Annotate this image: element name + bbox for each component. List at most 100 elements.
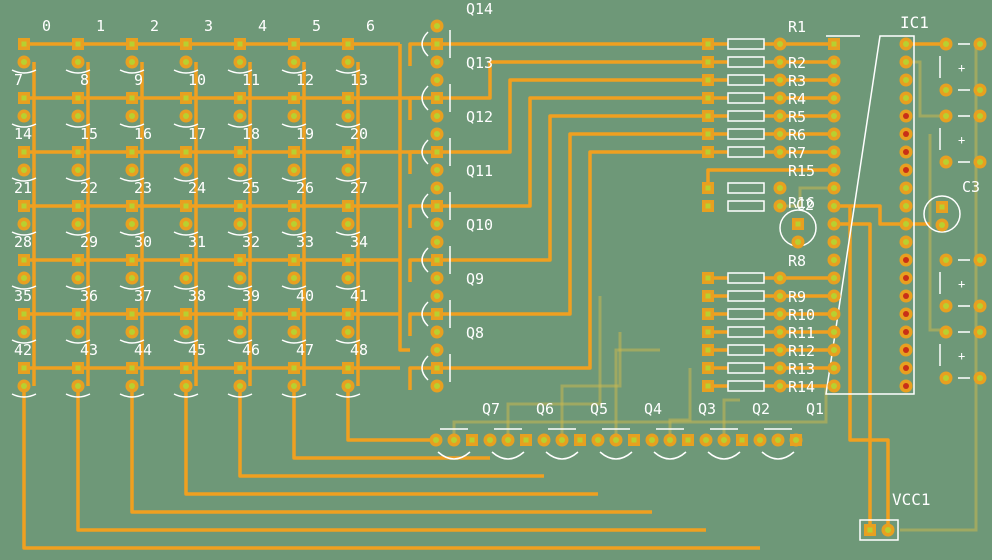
led-3-cathode-pad	[179, 55, 193, 69]
led-label-46: 46	[242, 341, 260, 359]
copper-trace	[780, 186, 834, 208]
silk-line	[727, 272, 765, 284]
q-bottom-1-pin2	[501, 433, 515, 447]
led-13-anode-pad	[342, 92, 354, 104]
silk-line	[727, 326, 765, 338]
led-28-anode-pad	[18, 254, 30, 266]
q-right-1-pin3	[430, 109, 444, 123]
led-2-cathode-pad	[125, 55, 139, 69]
q-right-label-1: Q13	[466, 54, 493, 72]
silk-line	[11, 339, 37, 344]
q-bottom-label-2: Q5	[590, 400, 608, 418]
led-31-cathode-pad	[179, 271, 193, 285]
copper-trace	[437, 78, 708, 154]
resistor-top-label-4: R5	[788, 108, 806, 126]
q-bottom-0-pin3	[466, 434, 478, 446]
silk-line	[599, 451, 633, 460]
cap-right-1-pad-a	[939, 109, 953, 123]
led-7-anode-pad	[18, 92, 30, 104]
copper-trace	[398, 44, 410, 352]
q-bottom-3-pin3	[628, 434, 640, 446]
led-18-cathode-pad	[233, 163, 247, 177]
cap-right-2-pad-c	[939, 299, 953, 313]
led-34-anode-pad	[342, 254, 354, 266]
ic-pin-1	[828, 38, 840, 50]
led-40-anode-pad	[288, 308, 300, 320]
silk-line	[11, 69, 37, 74]
silk-line	[491, 451, 525, 460]
copper-trace	[408, 204, 437, 228]
silk-line	[421, 31, 429, 57]
silk-line	[173, 123, 199, 128]
led-15-anode-pad	[72, 146, 84, 158]
led-label-21: 21	[14, 179, 32, 197]
silk-line	[173, 285, 199, 290]
ic-pin-20	[827, 379, 841, 393]
q-right-5-pin2	[431, 308, 443, 320]
led-label-33: 33	[296, 233, 314, 251]
cap-right-3-pad-c	[939, 371, 953, 385]
ic-pin-32	[899, 181, 913, 195]
silk-line	[119, 177, 145, 182]
silk-line	[727, 380, 765, 392]
q-bottom-1-pin3	[520, 434, 532, 446]
component-pads	[17, 19, 987, 541]
led-34-cathode-pad	[341, 271, 355, 285]
led-label-25: 25	[242, 179, 260, 197]
led-label-13: 13	[350, 71, 368, 89]
resistor-bot-4-pad-b	[773, 343, 787, 357]
led-25-anode-pad	[234, 200, 246, 212]
cap-right-0-pad-b	[973, 37, 987, 51]
led-9-cathode-pad	[125, 109, 139, 123]
led-13-cathode-pad	[341, 109, 355, 123]
q-right-0-pin3	[430, 55, 444, 69]
resistor-bot-label-2: R10	[788, 306, 815, 324]
led-30-cathode-pad	[125, 271, 139, 285]
silk-line	[281, 177, 307, 182]
led-11-cathode-pad	[233, 109, 247, 123]
silk-line	[119, 285, 145, 290]
led-label-40: 40	[296, 287, 314, 305]
led-10-cathode-pad	[179, 109, 193, 123]
ic-pin-40	[899, 37, 913, 51]
cap-right-plus-2: +	[958, 277, 965, 291]
led-38-cathode-pad	[179, 325, 193, 339]
copper-trace	[900, 44, 978, 532]
led-8-anode-pad	[72, 92, 84, 104]
copper-trace	[437, 150, 708, 370]
led-37-cathode-pad	[125, 325, 139, 339]
copper-trace	[906, 60, 946, 118]
resistor-mid-0-pad-b	[773, 181, 787, 195]
led-43-anode-pad	[72, 362, 84, 374]
led-3-anode-pad	[180, 38, 192, 50]
led-27-anode-pad	[342, 200, 354, 212]
silk-line	[11, 123, 37, 128]
led-31-anode-pad	[180, 254, 192, 266]
vcc-pad-2	[881, 523, 895, 537]
vcc-pad-1	[864, 524, 876, 536]
silk-line	[727, 128, 765, 140]
silk-line	[727, 92, 765, 104]
ic-pin-6	[827, 127, 841, 141]
led-20-anode-pad	[342, 146, 354, 158]
led-10-anode-pad	[180, 92, 192, 104]
ic-pin-4	[827, 91, 841, 105]
silk-line	[65, 339, 91, 344]
resistor-top-6-pad-b	[773, 145, 787, 159]
resistor-top-1-pad-a	[702, 56, 714, 68]
cap-right-2-pad-d	[973, 299, 987, 313]
led-label-4: 4	[258, 17, 267, 35]
resistor-top-label-2: R3	[788, 72, 806, 90]
led-label-34: 34	[350, 233, 368, 251]
ic-pin-34	[899, 145, 913, 159]
q-right-label-2: Q12	[466, 108, 493, 126]
ic-pin-5	[827, 109, 841, 123]
silk-line	[958, 43, 970, 91]
c3-pad-a	[936, 201, 948, 213]
resistor-top-3-pad-a	[702, 92, 714, 104]
copper-trace	[437, 132, 708, 316]
q-right-4-pin3	[430, 271, 444, 285]
silk-line	[173, 393, 199, 398]
led-14-cathode-pad	[17, 163, 31, 177]
resistor-bot-label-4: R12	[788, 342, 815, 360]
